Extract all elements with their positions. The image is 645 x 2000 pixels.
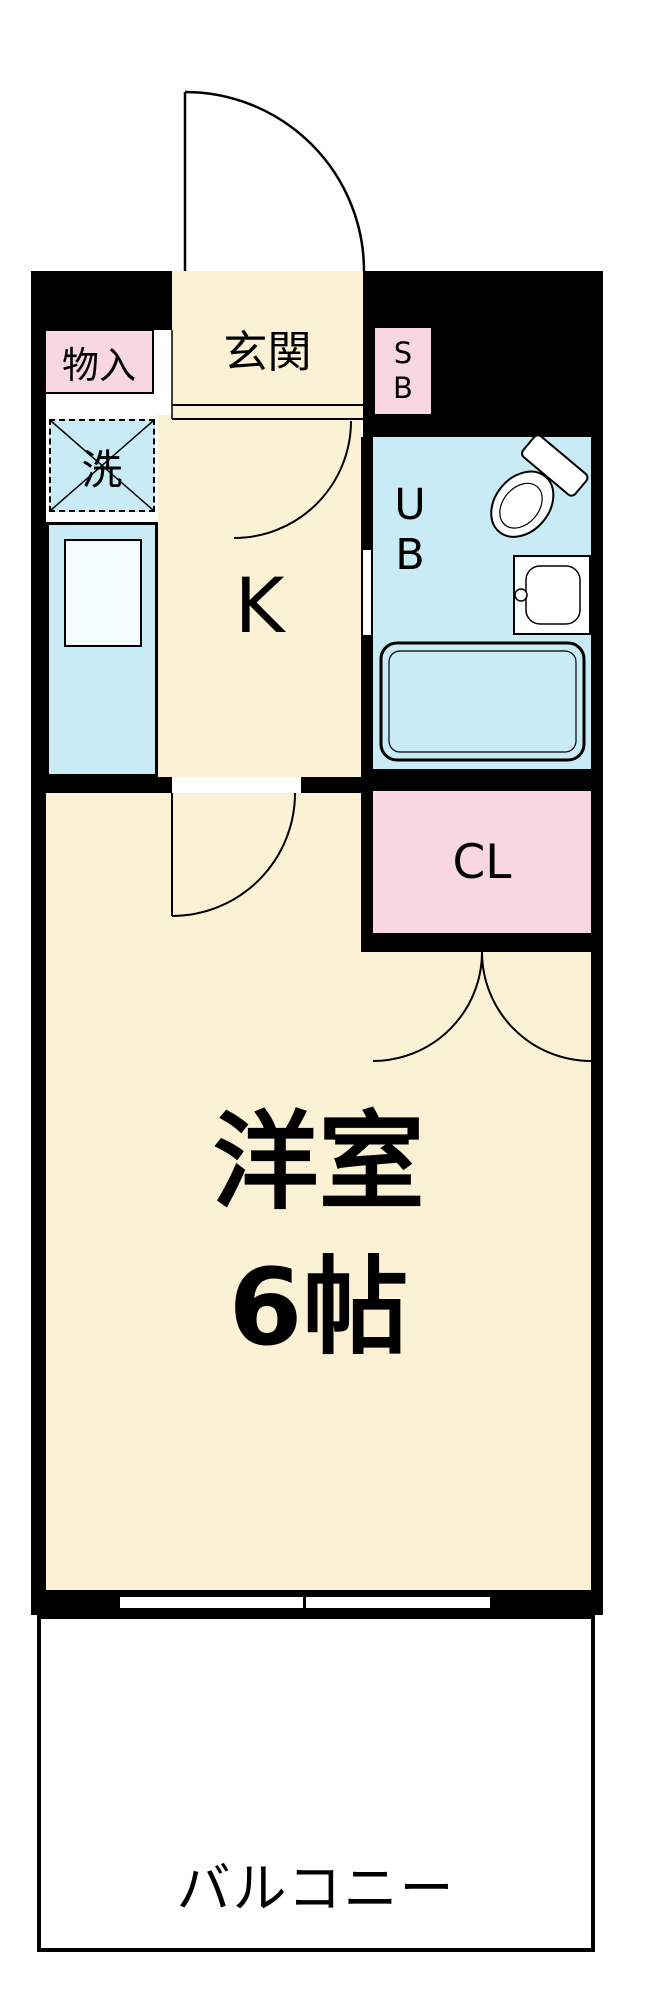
entrance-label: 玄関: [172, 322, 363, 378]
closet-floor: [373, 791, 591, 933]
storage-label: 物入: [44, 329, 154, 394]
balcony-area: [37, 1615, 595, 1952]
wall-kitchen-bath: [361, 437, 373, 952]
closet-label: CL: [373, 791, 591, 933]
unit-bath-letter-b: B: [395, 530, 425, 580]
bath-door: [361, 550, 373, 635]
unit-bath-label: U B: [375, 475, 445, 585]
wall-top-right: [363, 271, 603, 330]
main-room-size: 6帖: [228, 1246, 409, 1369]
shoe-box: [373, 326, 433, 416]
shoe-box-letter-b: B: [393, 371, 413, 405]
window-center-tick: [303, 1595, 306, 1610]
kitchen-label-text: K: [234, 560, 285, 650]
unit-bath-letter-u: U: [394, 480, 426, 530]
laundry-label: 洗: [49, 419, 155, 512]
entrance-floor: [172, 271, 363, 421]
wall-closet-bottom: [361, 933, 603, 952]
balcony-label-text: バルコニー: [176, 1856, 456, 1920]
balcony-label: バルコニー: [37, 1848, 595, 1920]
closet-label-text: CL: [452, 834, 512, 890]
entrance-door-arc: [184, 90, 366, 272]
main-room-label: 洋室 6帖: [46, 1085, 591, 1385]
laundry-label-text: 洗: [81, 445, 123, 494]
main-room-name: 洋室: [212, 1101, 425, 1224]
wall-top-left: [31, 271, 172, 330]
wall-kitchen-bottom-right: [301, 777, 361, 793]
kitchen-sink: [64, 539, 142, 647]
wall-right: [591, 437, 603, 1615]
wall-kitchen-bottom-left: [46, 777, 172, 793]
kitchen-label: K: [158, 560, 361, 650]
shoe-box-label: S B: [373, 326, 433, 416]
wall-bath-bottom: [361, 769, 603, 791]
wall-left: [31, 330, 46, 1615]
entrance-label-text: 玄関: [223, 327, 312, 378]
storage-label-text: 物入: [62, 343, 136, 387]
storage-box: [44, 329, 154, 394]
shoe-box-letter-s: S: [393, 336, 413, 370]
